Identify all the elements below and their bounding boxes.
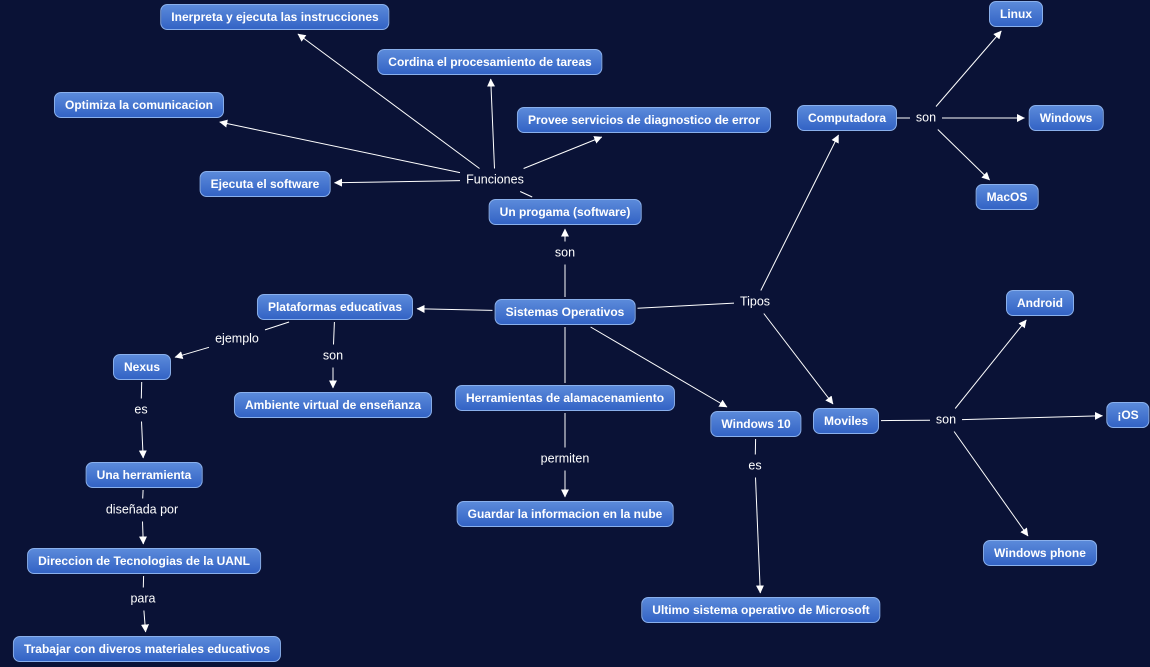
edge-es-nexus-herramienta bbox=[138, 421, 147, 459]
edge-son-computadora-macos bbox=[937, 129, 990, 181]
concept-provee[interactable]: Provee servicios de diagnostico de error bbox=[516, 107, 772, 133]
edge-son-computadora-linux bbox=[935, 30, 1002, 107]
concept-cordina[interactable]: Cordina el procesamiento de tareas bbox=[377, 49, 603, 75]
edge-disenada-direccion bbox=[139, 521, 148, 545]
edge-sistemas-plataformas bbox=[416, 304, 493, 313]
link-label-es-nexus: es bbox=[134, 402, 148, 417]
edge-funciones-provee bbox=[523, 136, 603, 169]
concept-trabajar[interactable]: Trabajar con diveros materiales educativ… bbox=[12, 636, 282, 662]
concept-windows10[interactable]: Windows 10 bbox=[710, 411, 802, 437]
concept-macos[interactable]: MacOS bbox=[975, 184, 1039, 210]
edge-son-moviles-ios bbox=[961, 411, 1103, 421]
concept-guardar[interactable]: Guardar la informacion en la nube bbox=[456, 501, 674, 527]
edge-sistemas-windows10 bbox=[590, 326, 728, 408]
edge-funciones-instrucciones bbox=[297, 33, 480, 169]
concept-instrucciones[interactable]: Inerpreta y ejecuta las instrucciones bbox=[160, 4, 390, 30]
concept-android[interactable]: Android bbox=[1006, 290, 1074, 316]
concept-programa[interactable]: Un progama (software) bbox=[488, 199, 642, 225]
link-label-son-computadora: son bbox=[915, 110, 937, 125]
concept-computadora[interactable]: Computadora bbox=[797, 105, 897, 131]
link-label-permiten: permiten bbox=[540, 451, 590, 466]
link-label-son-moviles: son bbox=[935, 412, 957, 427]
concept-optimiza[interactable]: Optimiza la comunicacion bbox=[53, 92, 225, 118]
concept-ios[interactable]: ¡OS bbox=[1106, 402, 1150, 428]
edge-plataformas-ejemplo bbox=[264, 321, 290, 331]
edge-para-trabajar bbox=[141, 610, 149, 633]
concept-ambiente[interactable]: Ambiente virtual de enseñanza bbox=[233, 392, 433, 418]
concept-sistemas[interactable]: Sistemas Operativos bbox=[494, 299, 636, 325]
concept-linux[interactable]: Linux bbox=[989, 1, 1043, 27]
edge-programa-funciones bbox=[519, 191, 533, 198]
link-label-funciones: Funciones bbox=[466, 172, 524, 187]
edge-tipos-computadora bbox=[760, 134, 839, 291]
link-label-son-plataformas: son bbox=[322, 348, 344, 363]
edge-funciones-cordina bbox=[487, 78, 496, 169]
edge-son-moviles-android bbox=[954, 319, 1027, 409]
edge-funciones-optimiza bbox=[219, 119, 461, 174]
edge-plataformas-son-plataformas bbox=[333, 321, 335, 345]
concept-herramienta[interactable]: Una herramienta bbox=[85, 462, 203, 488]
concept-windows[interactable]: Windows bbox=[1028, 105, 1104, 131]
concept-direccion[interactable]: Direccion de Tecnologias de la UANL bbox=[27, 548, 261, 574]
edge-sistemas-tipos bbox=[637, 302, 735, 309]
link-label-son-programa: son bbox=[554, 245, 576, 260]
link-label-es-windows10: es bbox=[748, 458, 762, 473]
edge-tipos-moviles bbox=[763, 313, 834, 405]
concept-ejecuta[interactable]: Ejecuta el software bbox=[199, 171, 331, 197]
link-label-para: para bbox=[130, 591, 156, 606]
concept-nexus[interactable]: Nexus bbox=[112, 354, 172, 380]
concept-ultimo[interactable]: Ultimo sistema operativo de Microsoft bbox=[641, 597, 881, 623]
link-label-disenada: diseñada por bbox=[105, 502, 179, 517]
concept-herramientas[interactable]: Herramientas de alamacenamiento bbox=[454, 385, 676, 411]
concept-plataformas[interactable]: Plataformas educativas bbox=[256, 294, 414, 320]
concept-windowsphone[interactable]: Windows phone bbox=[983, 540, 1097, 566]
edge-funciones-ejecuta bbox=[334, 178, 461, 187]
link-label-tipos: Tipos bbox=[739, 294, 771, 309]
link-label-ejemplo: ejemplo bbox=[215, 331, 259, 346]
concept-moviles[interactable]: Moviles bbox=[812, 408, 880, 434]
edge-es-windows10-ultimo bbox=[755, 477, 764, 594]
edge-son-moviles-windowsphone bbox=[953, 431, 1029, 537]
edge-ejemplo-nexus bbox=[174, 346, 210, 360]
